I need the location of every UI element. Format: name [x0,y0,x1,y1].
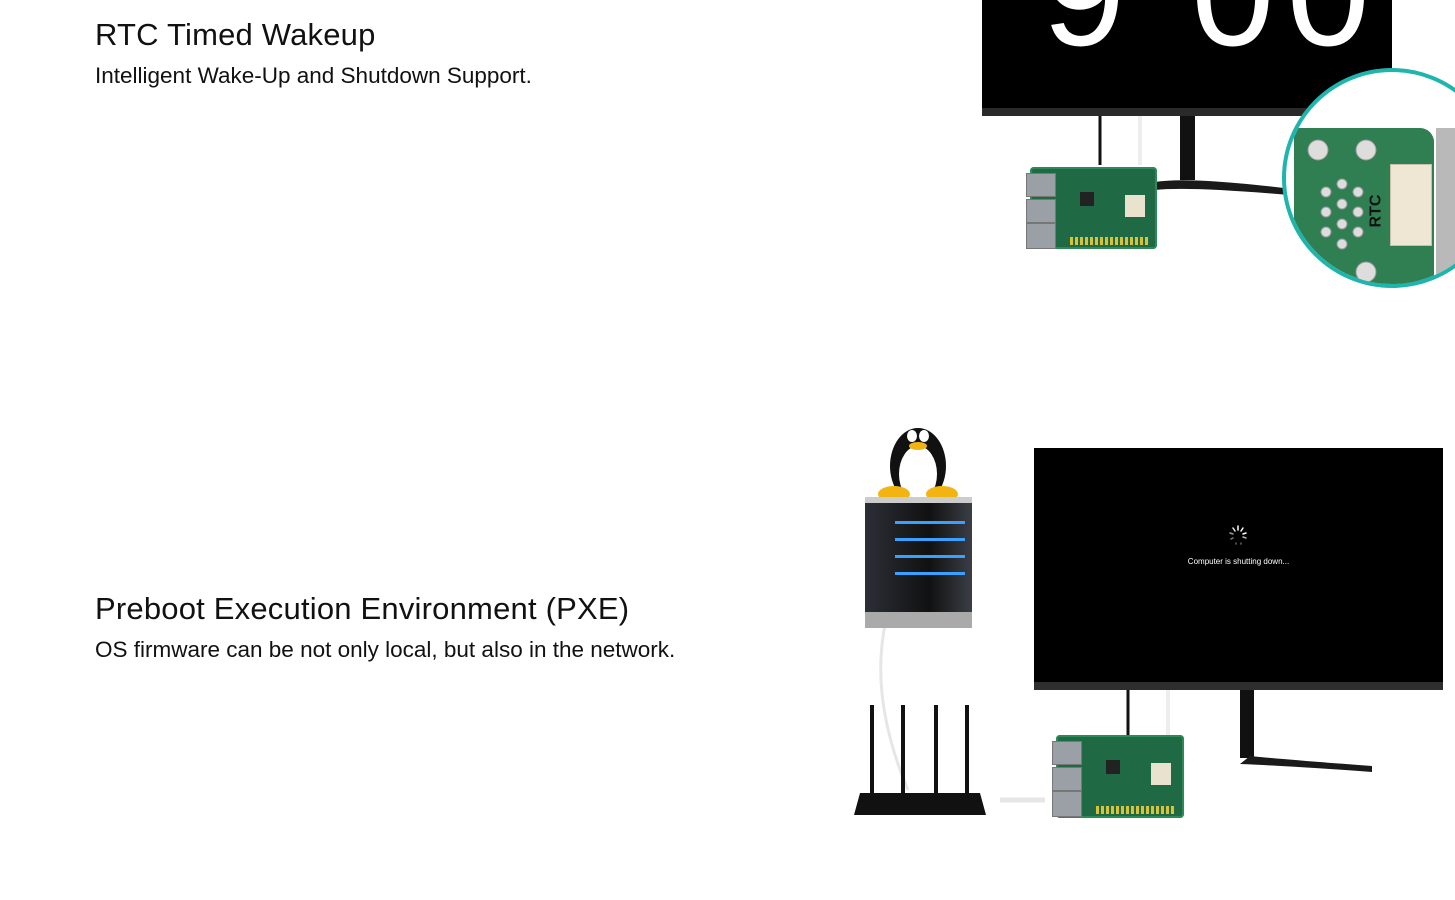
router-icon [854,705,986,815]
section-title-rtc: RTC Timed Wakeup [95,17,376,52]
network-cables [879,624,1372,803]
monitor: Computer is shutting down... [1034,448,1443,690]
section-subtitle-rtc: Intelligent Wake-Up and Shutdown Support… [95,63,532,88]
pxe-illustration: Computer is shutting down... [840,400,1455,830]
board [1052,735,1184,818]
monitor: 9 00 [982,0,1392,116]
board [1026,167,1157,249]
section-subtitle-pxe: OS firmware can be not only local, but a… [95,637,676,662]
linux-penguin-icon [878,428,958,504]
rtc-illustration: 9 00 RTC [970,0,1455,300]
section-title-pxe: Preboot Execution Environment (PXE) [95,591,630,626]
shutdown-status-text: Computer is shutting down... [1187,557,1290,566]
server-icon [865,497,972,628]
loading-spinner-icon [1229,525,1247,545]
monitor-stand [1098,112,1300,196]
clock-display: 9 00 [1042,0,1382,68]
